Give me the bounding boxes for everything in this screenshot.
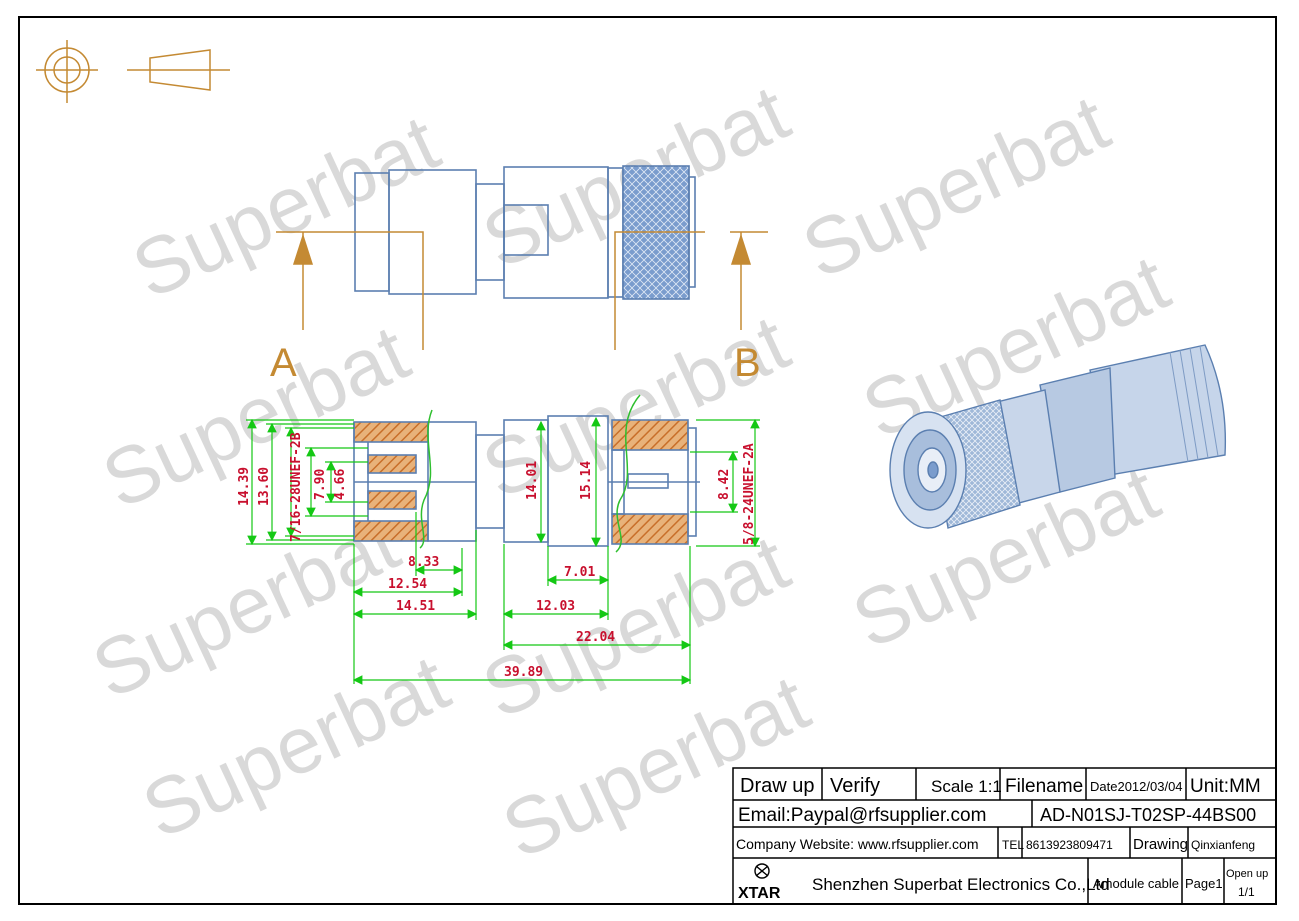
- title-part-number: AD-N01SJ-T02SP-44BS00: [1040, 805, 1256, 825]
- dim-22-04: 22.04: [576, 630, 615, 645]
- dim-4-66: 4.66: [333, 469, 348, 500]
- dimension-lines: [246, 416, 760, 685]
- title-draw-up: Draw up: [740, 775, 814, 797]
- title-website: Company Website: www.rfsupplier.com: [736, 836, 979, 852]
- dim-7-01: 7.01: [564, 565, 595, 580]
- section-label-b: B: [734, 341, 761, 385]
- dim-12-54: 12.54: [388, 577, 427, 592]
- dim-8-33: 8.33: [408, 555, 439, 570]
- section-line-b: [614, 231, 768, 350]
- title-email: Email:Paypal@rfsupplier.com: [738, 805, 986, 826]
- title-drawing: Drawing: [1133, 836, 1188, 853]
- sheet-border: [18, 16, 1277, 905]
- title-verify: Verify: [830, 775, 880, 797]
- title-drawer: Qinxianfeng: [1191, 838, 1255, 852]
- title-unit: Unit:MM: [1190, 776, 1261, 797]
- dim-12-03: 12.03: [536, 599, 575, 614]
- dim-8-42: 8.42: [717, 469, 732, 500]
- section-line-a: [276, 231, 424, 350]
- title-tel: 8613923809471: [1026, 838, 1113, 852]
- title-page: Page1: [1185, 876, 1223, 891]
- title-block: [732, 767, 1277, 905]
- dim-14-01: 14.01: [525, 461, 540, 500]
- dim-39-89: 39.89: [504, 665, 543, 680]
- projection-symbol-icon: [36, 40, 230, 103]
- break-lines: [419, 394, 641, 553]
- title-scale: Scale 1:1: [931, 777, 1002, 796]
- title-open-up-count: 1/1: [1238, 885, 1255, 899]
- title-logo-text: XTAR: [738, 885, 781, 902]
- dim-15-14: 15.14: [579, 461, 594, 500]
- section-label-a: A: [270, 341, 297, 385]
- dim-thread-right: 5/8-24UNEF-2A: [742, 443, 757, 545]
- title-date: Date2012/03/04: [1090, 779, 1183, 794]
- title-tel-label: TEL: [1002, 838, 1024, 852]
- xtar-logo-icon: [754, 863, 770, 879]
- title-module: Amodule cable: [1093, 876, 1179, 891]
- title-company: Shenzhen Superbat Electronics Co.,Ltd: [812, 875, 1110, 894]
- connector-3d-render: [889, 344, 1227, 529]
- dim-thread-left: 7/16-28UNEF-2B: [289, 432, 304, 542]
- title-filename: Filename: [1005, 776, 1083, 797]
- connector-section-view: [353, 415, 700, 547]
- dim-7-90: 7.90: [313, 469, 328, 500]
- dim-13-60: 13.60: [257, 467, 272, 506]
- dim-14-39: 14.39: [237, 467, 252, 506]
- title-open-up: Open up: [1226, 868, 1268, 880]
- watermark-text: Superbat: [790, 78, 1122, 296]
- dim-14-51: 14.51: [396, 599, 435, 614]
- watermark-text: Superbat: [120, 98, 452, 316]
